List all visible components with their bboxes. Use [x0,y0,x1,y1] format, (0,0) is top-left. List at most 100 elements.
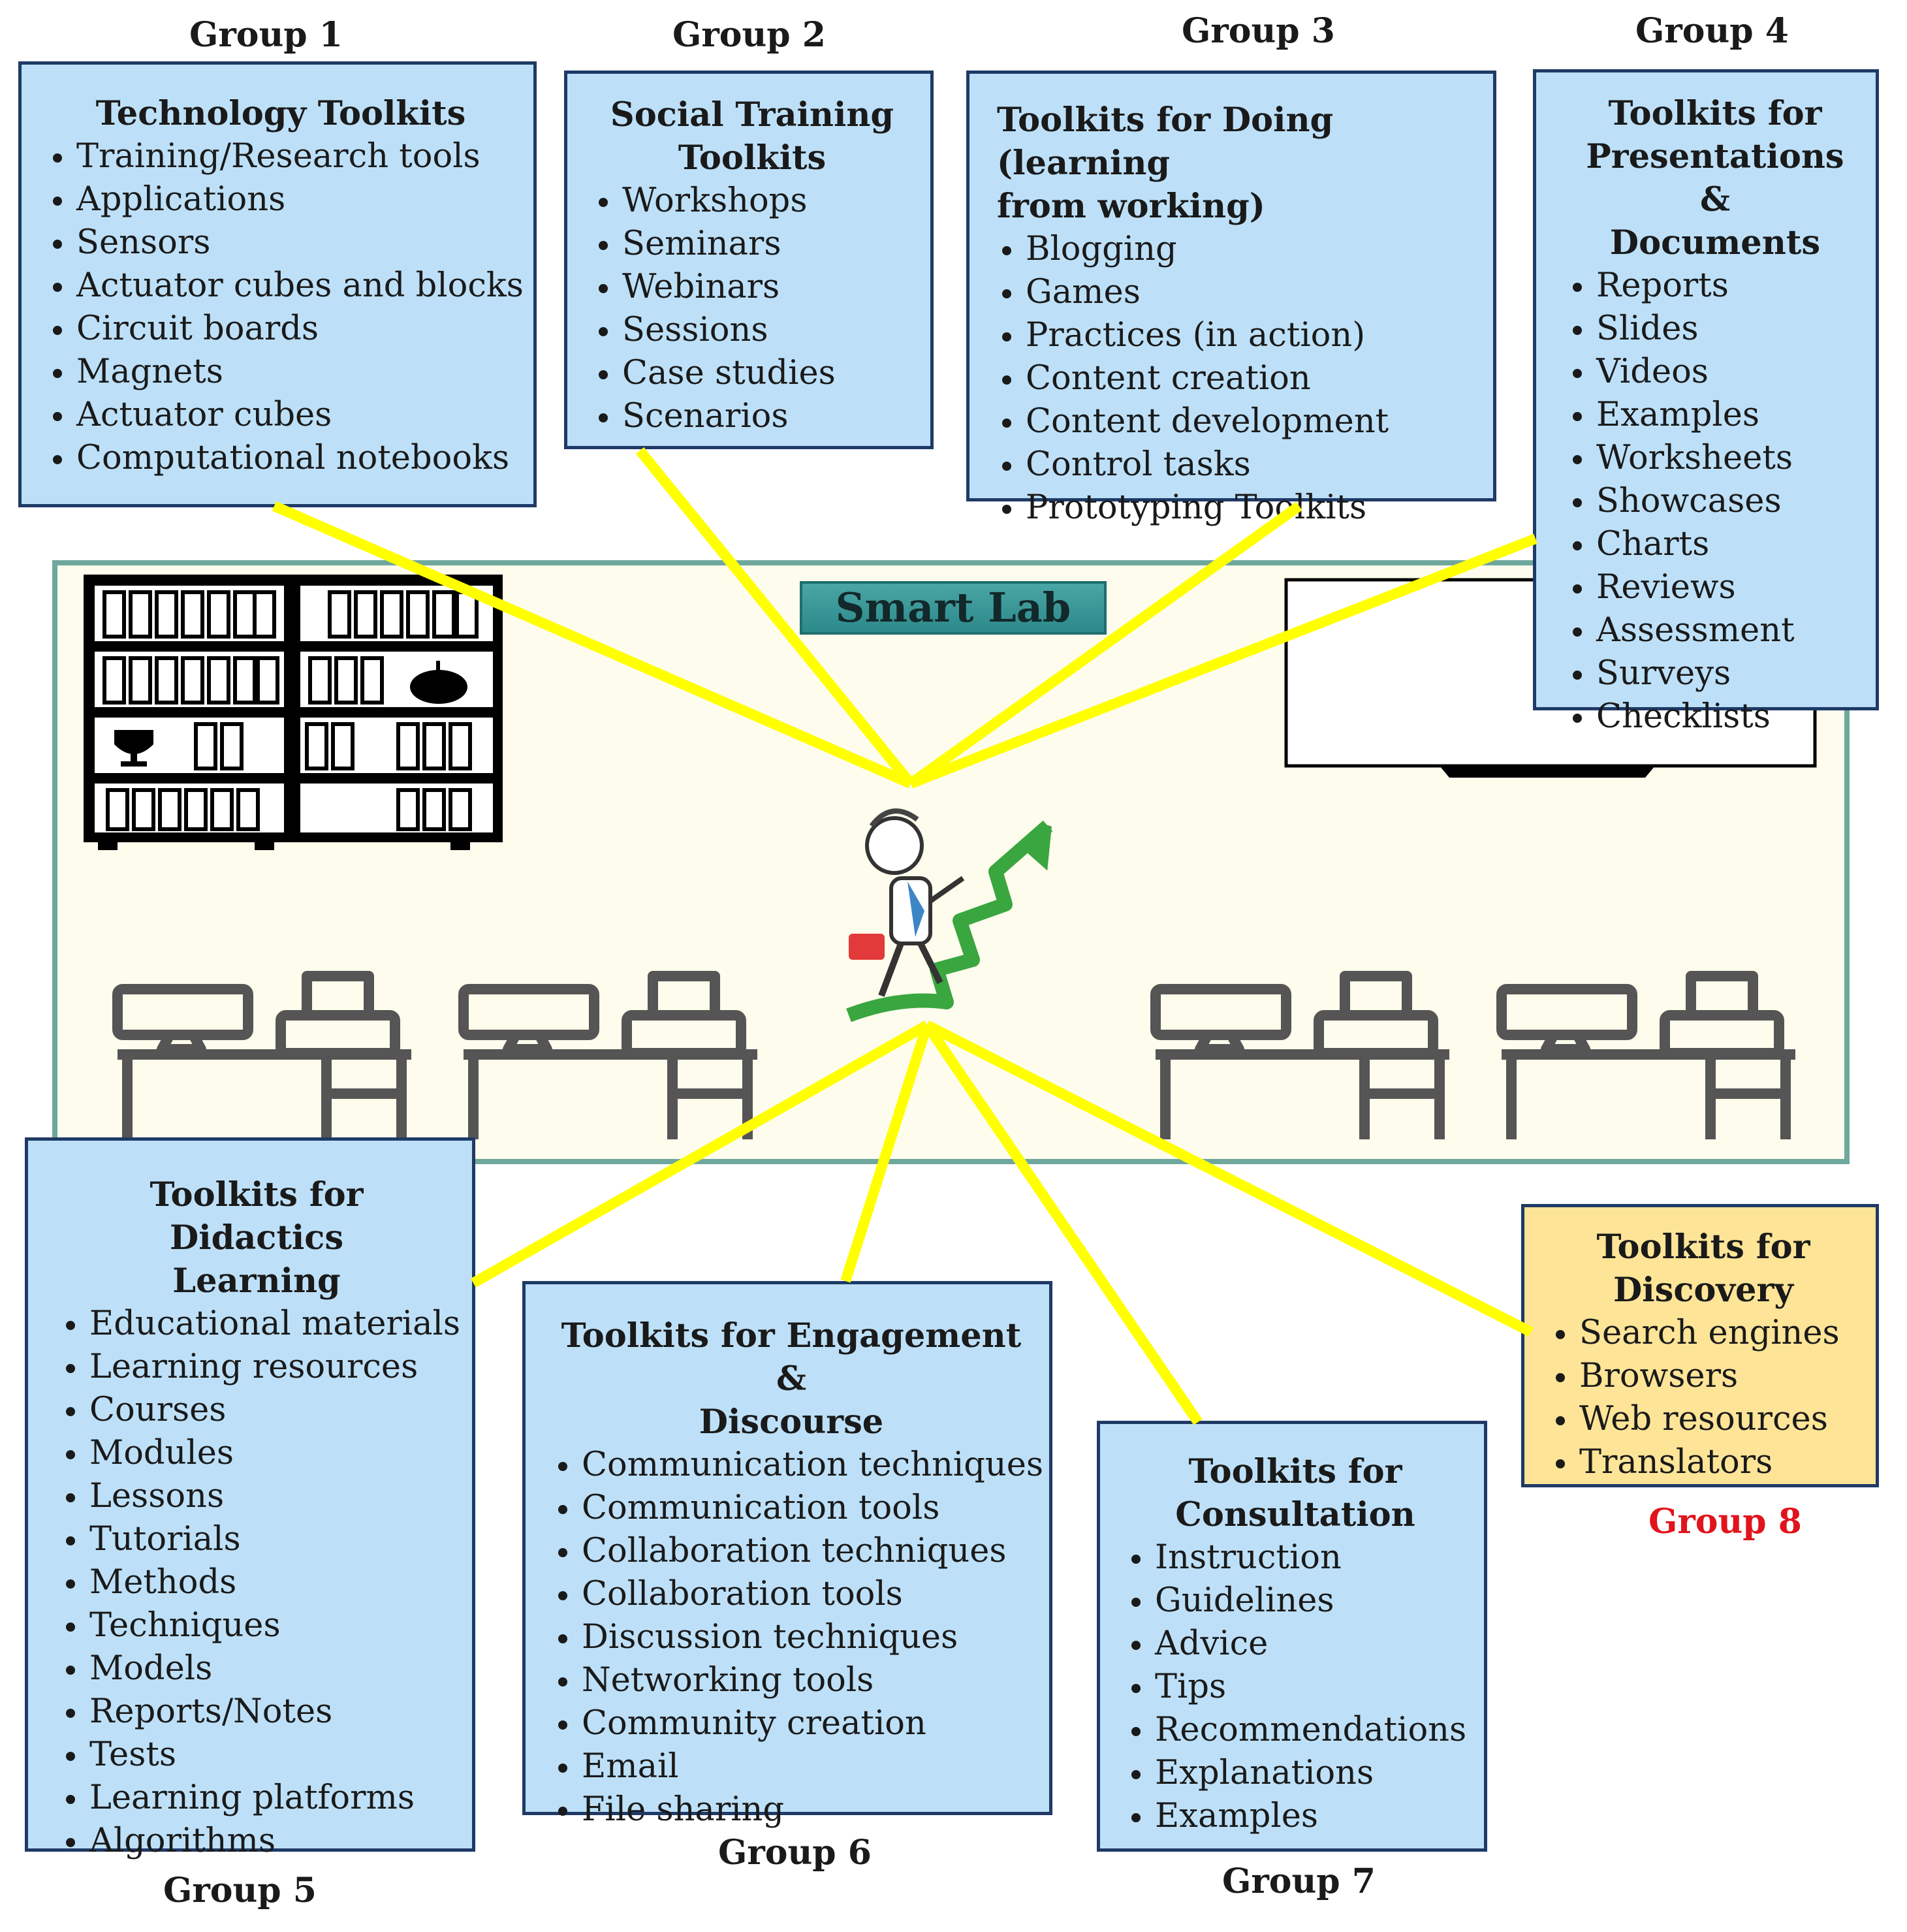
group-3-title: Toolkits for Doing (learning from workin… [997,99,1474,228]
list-item: Methods [61,1561,452,1604]
group-3-label: Group 3 [1182,11,1335,51]
list-item: Discussion techniques [553,1616,1030,1659]
list-item: Techniques [61,1604,452,1647]
group-7-label: Group 7 [1222,1861,1376,1901]
list-item: Reports/Notes [61,1690,452,1734]
list-item: Prototyping Toolkits [997,486,1474,530]
list-item: Seminars [593,223,911,266]
group-6-title-line-1: Toolkits for Engagement & [561,1316,1022,1399]
group-6-title: Toolkits for Engagement & Discourse [553,1314,1030,1444]
list-item: Search engines [1551,1312,1856,1355]
list-item: Courses [61,1389,452,1432]
list-item: Translators [1551,1441,1856,1484]
list-item: Learning platforms [61,1777,452,1820]
list-item: Tips [1126,1666,1464,1709]
growth-arrow-person-icon [846,808,1053,1022]
group-6-title-line-2: Discourse [699,1402,884,1442]
list-item: Checklists [1568,695,1863,738]
group-4-title-line-1: Toolkits for [1608,94,1822,133]
group-8-title-line-2: Discovery [1613,1271,1793,1310]
list-item: Practices (in action) [997,314,1474,357]
list-item: Reviews [1568,566,1863,609]
list-item: Modules [61,1432,452,1475]
bookshelf-icon [84,575,503,850]
list-item: Videos [1568,351,1863,394]
list-item: Email [553,1745,1030,1788]
list-item: Actuator cubes [48,394,514,437]
list-item: Tests [61,1734,452,1777]
group-1-box: Technology Toolkits Training/Research to… [18,61,537,507]
list-item: Training/Research tools [48,135,514,178]
list-item: Communication techniques [553,1444,1043,1487]
group-5-box: Toolkits for Didactics Learning Educatio… [25,1137,475,1860]
list-item: Applications [48,178,514,221]
list-item: Lessons [61,1475,452,1518]
group-7-title-line-1: Toolkits for [1188,1452,1402,1491]
group-4-title-line-2: Presentations & [1586,137,1844,219]
group-6-label: Group 6 [718,1833,872,1873]
list-item: Content development [997,400,1474,443]
group-7-title-line-2: Consultation [1175,1495,1415,1534]
group-1-title: Technology Toolkits [95,94,466,133]
list-item: Learning resources [61,1346,452,1389]
list-item: Content creation [997,357,1474,400]
group-4-label: Group 4 [1635,11,1789,51]
list-item: Tutorials [61,1518,452,1561]
group-8-label: Group 8 [1648,1502,1802,1542]
list-item: Advice [1126,1623,1464,1666]
group-5-title-line-1: Toolkits for Didactics [150,1175,364,1258]
list-item: Actuator cubes and blocks [48,264,524,308]
list-item: Circuit boards [48,308,514,351]
list-item: Models [61,1647,452,1690]
list-item: Web resources [1551,1398,1856,1441]
list-item: Magnets [48,351,514,394]
list-item: Webinars [593,266,911,309]
list-item: Blogging [997,228,1474,271]
list-item: Assessment [1568,609,1863,652]
list-item: Communication tools [553,1487,1030,1530]
list-item: Browsers [1551,1355,1856,1398]
group-5-label: Group 5 [163,1871,317,1910]
group-5-title: Toolkits for Didactics Learning [61,1173,452,1303]
group-2-title: Social Training Toolkits [593,93,911,180]
smart-lab-title: Smart Lab [800,581,1107,635]
group-5-title-line-2: Learning [172,1261,341,1301]
group-8-title-line-1: Toolkits for [1596,1227,1810,1267]
list-item: Workshops [593,180,911,223]
list-item: Educational materials [61,1303,460,1346]
group-3-title-line-1: Toolkits for Doing (learning [997,101,1334,183]
group-1-label: Group 1 [189,15,343,55]
list-item: Reports [1568,264,1863,308]
list-item: Case studies [593,352,911,395]
list-item: Games [997,271,1474,314]
list-item: Charts [1568,523,1863,566]
group-3-box: Toolkits for Doing (learning from workin… [966,71,1496,527]
list-item: Sensors [48,221,514,264]
desk-icon [112,971,1795,1139]
list-item: Networking tools [553,1659,1030,1702]
list-item: Collaboration techniques [553,1530,1030,1573]
group-4-title: Toolkits for Presentations & Documents [1568,92,1863,264]
group-2-title-line-1: Social Training [610,95,894,135]
group-7-title: Toolkits for Consultation [1126,1450,1464,1536]
list-item: Algorithms [61,1820,452,1863]
group-3-title-line-2: from working) [997,187,1265,226]
list-item: Sessions [593,309,911,352]
group-4-box: Toolkits for Presentations & Documents R… [1533,69,1879,736]
group-2-label: Group 2 [672,15,826,55]
list-item: Scenarios [593,395,911,438]
list-item: Examples [1568,394,1863,437]
list-item: Control tasks [997,443,1474,486]
list-item: Instruction [1126,1536,1464,1579]
list-item: Showcases [1568,480,1863,523]
list-item: Surveys [1568,652,1863,695]
group-2-title-line-2: Toolkits [678,138,827,178]
group-8-title: Toolkits for Discovery [1551,1226,1856,1312]
list-item: Guidelines [1126,1579,1464,1623]
